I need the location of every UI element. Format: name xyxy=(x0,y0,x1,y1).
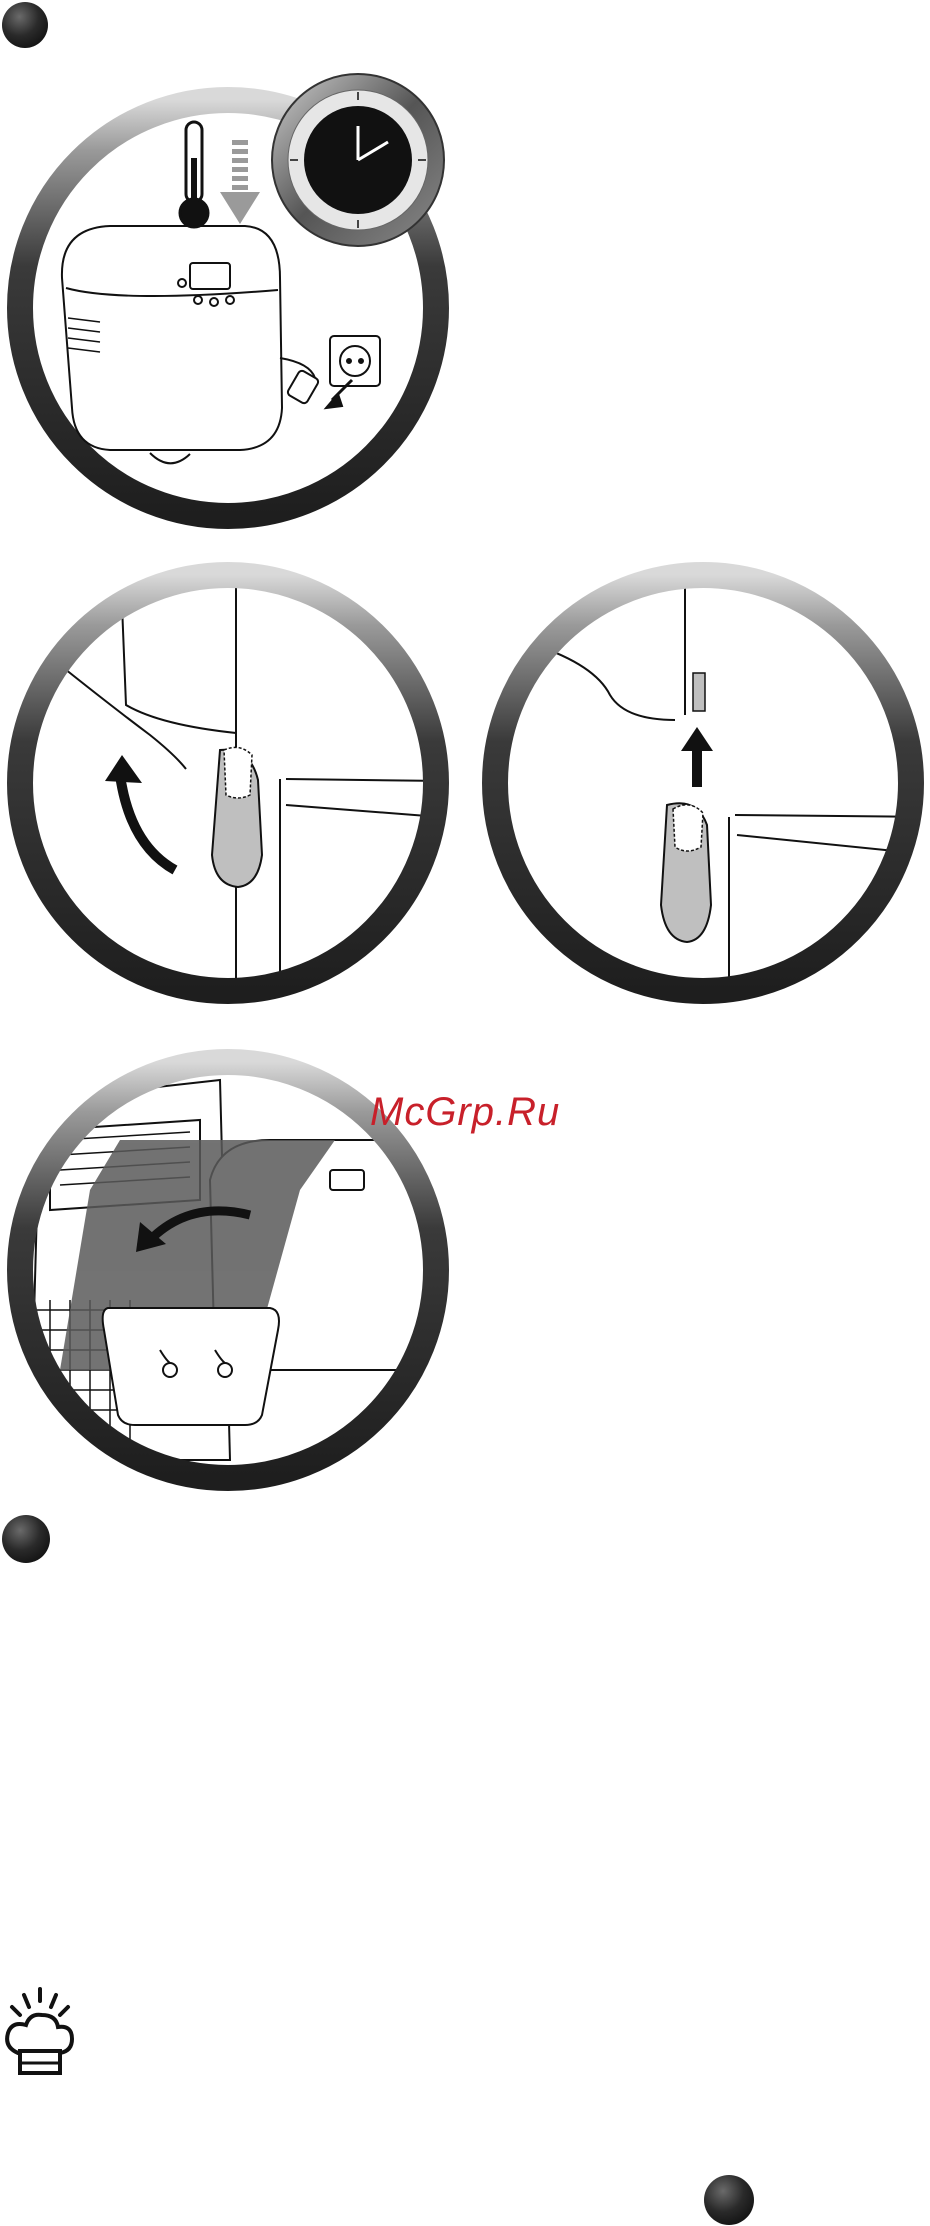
illustration-lift-lid xyxy=(0,555,460,1015)
bread-machine-icon xyxy=(62,226,282,463)
up-arrow-icon xyxy=(681,727,713,787)
finger-icon xyxy=(212,747,262,887)
clock-icon xyxy=(272,74,444,246)
thermometer-icon xyxy=(180,122,208,227)
section-bullet-top xyxy=(2,2,48,48)
bread-pan-icon xyxy=(103,1308,279,1425)
wall-socket-icon xyxy=(330,336,380,386)
illustration-unplug-cool-down xyxy=(0,78,460,538)
finger-icon xyxy=(661,803,711,942)
chef-hat-tip-icon xyxy=(0,1985,80,2085)
illustration-push-release xyxy=(475,555,930,1015)
watermark-text: McGrp.Ru xyxy=(370,1090,560,1135)
curved-arrow-icon xyxy=(120,775,175,870)
down-arrow-icon xyxy=(220,140,260,224)
section-bullet-middle xyxy=(2,1515,50,1563)
page-number-bullet xyxy=(704,2175,754,2225)
